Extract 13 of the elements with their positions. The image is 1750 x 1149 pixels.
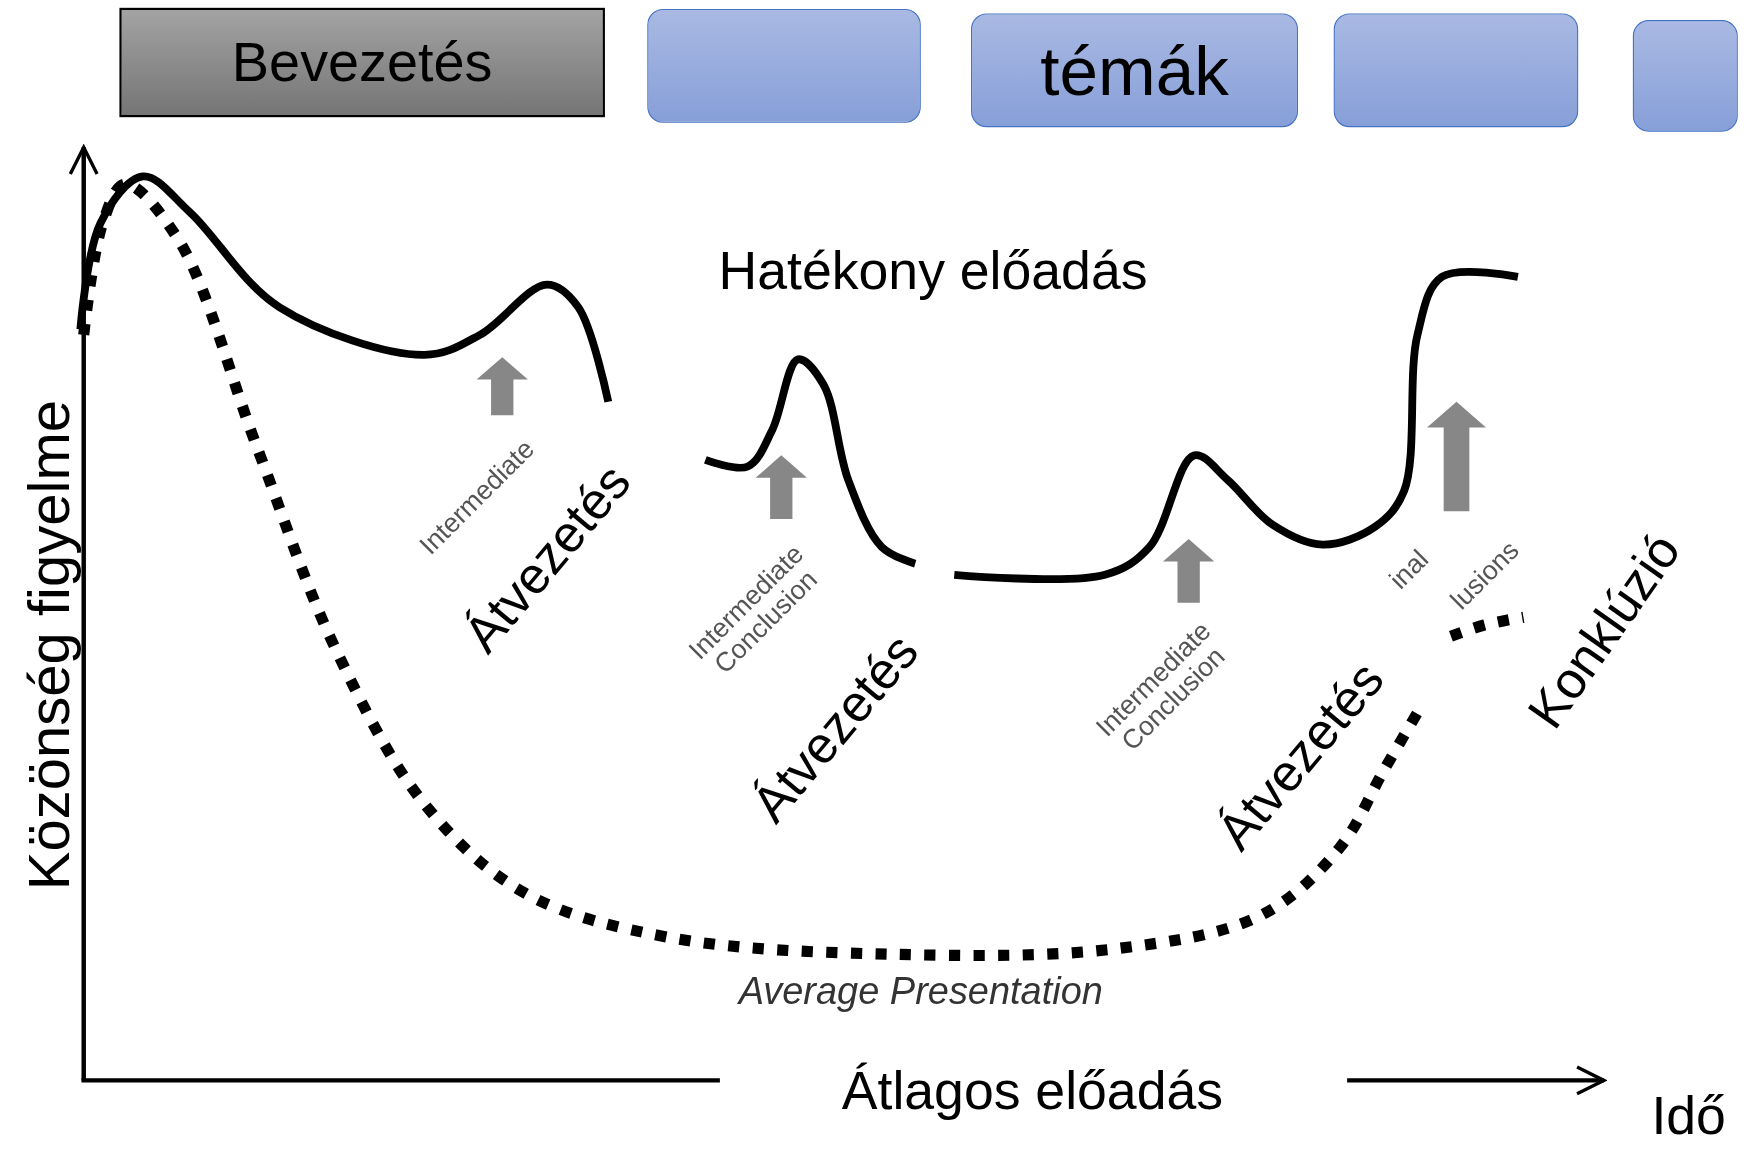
curve-title: Hatékony előadás: [718, 243, 1148, 300]
curve-annotation: inal: [1383, 544, 1434, 594]
axis-title: Közönség figyelme: [18, 399, 80, 891]
topic-box: [647, 8, 921, 123]
topic-box: [1333, 13, 1579, 128]
axis-title: Idő: [1651, 1088, 1726, 1145]
topic-box: [971, 13, 1298, 128]
topic-box: [1632, 20, 1738, 132]
curve-title: Average Presentation: [738, 971, 1103, 1011]
axis-title: Átlagos előadás: [841, 1063, 1223, 1120]
section-title: Bevezetés: [231, 30, 493, 95]
section-title: témák: [1040, 30, 1229, 110]
section-box: [119, 7, 605, 118]
